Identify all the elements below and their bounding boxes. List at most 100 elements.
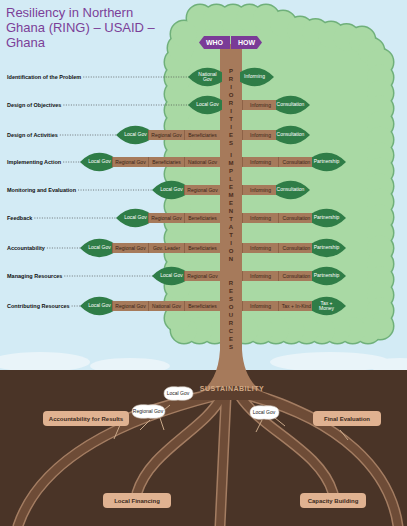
node-text: Regional Gov: [151, 216, 181, 221]
branch-segment: Informing: [242, 157, 278, 167]
node-text: Informing: [250, 133, 271, 138]
node-text: HOW: [238, 39, 255, 46]
leaf-node: Consultation: [276, 93, 310, 117]
branch-segment: Informing: [242, 243, 278, 253]
node-text: Consultation: [283, 216, 311, 221]
node-text: Local Gov: [88, 303, 111, 309]
leader-line: [63, 162, 82, 163]
node-text: Informing: [244, 74, 265, 80]
node-text: Beneficiaries: [188, 246, 217, 251]
sky: [0, 0, 407, 374]
header-tag-outline: [199, 36, 230, 49]
node-text: Local Gov: [167, 391, 190, 396]
node-text: Local Gov: [160, 187, 183, 193]
leader-line: [64, 276, 154, 277]
branch-segment: Beneficiaries: [184, 301, 220, 311]
leaf-node: Local Gov: [80, 236, 114, 260]
node-text: Consultation: [283, 160, 311, 165]
leaf-node: Tax + Money: [312, 294, 346, 318]
header-tag: WHO: [199, 36, 230, 49]
leaf-node: Local Gov: [116, 123, 150, 147]
branch-segment: Regional Gov: [148, 213, 184, 223]
root-outline: [18, 396, 214, 526]
node-text: Informing: [250, 160, 271, 165]
root-box: Capacity Building: [300, 493, 366, 508]
leaf-node-outline: [116, 209, 150, 227]
leaf-node-outline: [80, 297, 114, 315]
node-text: Beneficiaries: [188, 133, 217, 138]
rootlet: [140, 420, 150, 430]
branch-segment: Regional Gov: [184, 271, 220, 281]
branch-segment: Regional Gov: [112, 301, 148, 311]
node-text: Tax + In-Kind: [282, 304, 311, 309]
leaf-node: Local Gov: [116, 206, 150, 230]
leaf-node-outline: [152, 267, 186, 285]
branch-segment: Beneficiaries: [184, 243, 220, 253]
leader-line: [78, 190, 154, 191]
leaf-node-outline: [312, 297, 346, 315]
root-box: Accountability for Results: [43, 411, 129, 426]
node-text: Partnership: [314, 273, 340, 279]
node-text: Local Gov: [196, 102, 219, 108]
rootlet: [275, 418, 285, 426]
tree-canopy: [165, 5, 393, 343]
root: [220, 398, 226, 526]
node-text: Beneficiaries: [152, 160, 181, 165]
node-text: Informing: [250, 216, 271, 221]
diagram-title: Resiliency in Northern Ghana (RING) – US…: [6, 5, 166, 50]
cloud: [270, 352, 390, 372]
tree-trunk: [220, 44, 242, 384]
leaf-node-outline: [188, 96, 222, 114]
root-bubble-outline: [164, 387, 193, 401]
node-text: Partnership: [314, 245, 340, 251]
leaf-node-outline: [152, 181, 186, 199]
node-text: Informing: [250, 274, 271, 279]
node-text: Consultation: [277, 187, 305, 193]
row-label: Accountability: [7, 244, 45, 252]
branch-segment: Informing: [242, 301, 278, 311]
header-tag: HOW: [231, 36, 262, 49]
canopy-fill: [171, 21, 197, 47]
node-text: Regional Gov: [115, 246, 145, 251]
leaf-node-outline: [312, 209, 346, 227]
branch-segment: Consultation: [278, 271, 314, 281]
branch-segment: Regional Gov: [112, 243, 148, 253]
branch-segment: Beneficiaries: [184, 213, 220, 223]
root-box: Local Financing: [103, 493, 171, 508]
leader-line: [34, 218, 118, 219]
branch-segment: Consultation: [278, 213, 314, 223]
leader-line: [47, 248, 82, 249]
leaf-node-outline: [312, 239, 346, 257]
rootlet: [340, 430, 348, 440]
node-text: Informing: [250, 188, 271, 193]
leaf-node-outline: [312, 267, 346, 285]
node-text: Informing: [250, 103, 271, 108]
row-label: Design of Activities: [7, 131, 58, 139]
branch-segment: Regional Gov: [184, 185, 220, 195]
node-text: Regional Gov: [133, 409, 163, 414]
root-bubble-outline: [250, 406, 279, 420]
leaf-node-outline: [80, 239, 114, 257]
branch-segment: Informing: [242, 100, 278, 110]
root-bubble: Regional Gov: [130, 404, 166, 419]
branch-segment: National Gov: [184, 157, 220, 167]
node-text: Tax + Money: [313, 301, 340, 312]
row-label: Managing Resources: [7, 272, 62, 280]
leaf-node-outline: [276, 126, 310, 144]
root-bubble: Local Gov: [248, 405, 280, 420]
root-outline: [220, 398, 226, 526]
branch-segment: Consultation: [278, 243, 314, 253]
row-label: Identification of the Problem: [7, 73, 81, 81]
node-text: National Gov: [188, 160, 217, 165]
node-text: Accountability for Results: [49, 416, 123, 422]
branch-segment: Regional Gov: [112, 157, 148, 167]
leaf-node: Local Gov: [80, 294, 114, 318]
leaf-node: Local Gov: [188, 93, 222, 117]
root-bubble: Local Gov: [162, 386, 194, 401]
branch-segment: Informing: [242, 185, 278, 195]
leaf-node-outline: [188, 68, 222, 86]
node-text: Consultation: [277, 132, 305, 138]
leaf-node-outline: [116, 126, 150, 144]
root-box: Final Evaluation: [313, 411, 381, 426]
node-text: Regional Gov: [187, 188, 217, 193]
